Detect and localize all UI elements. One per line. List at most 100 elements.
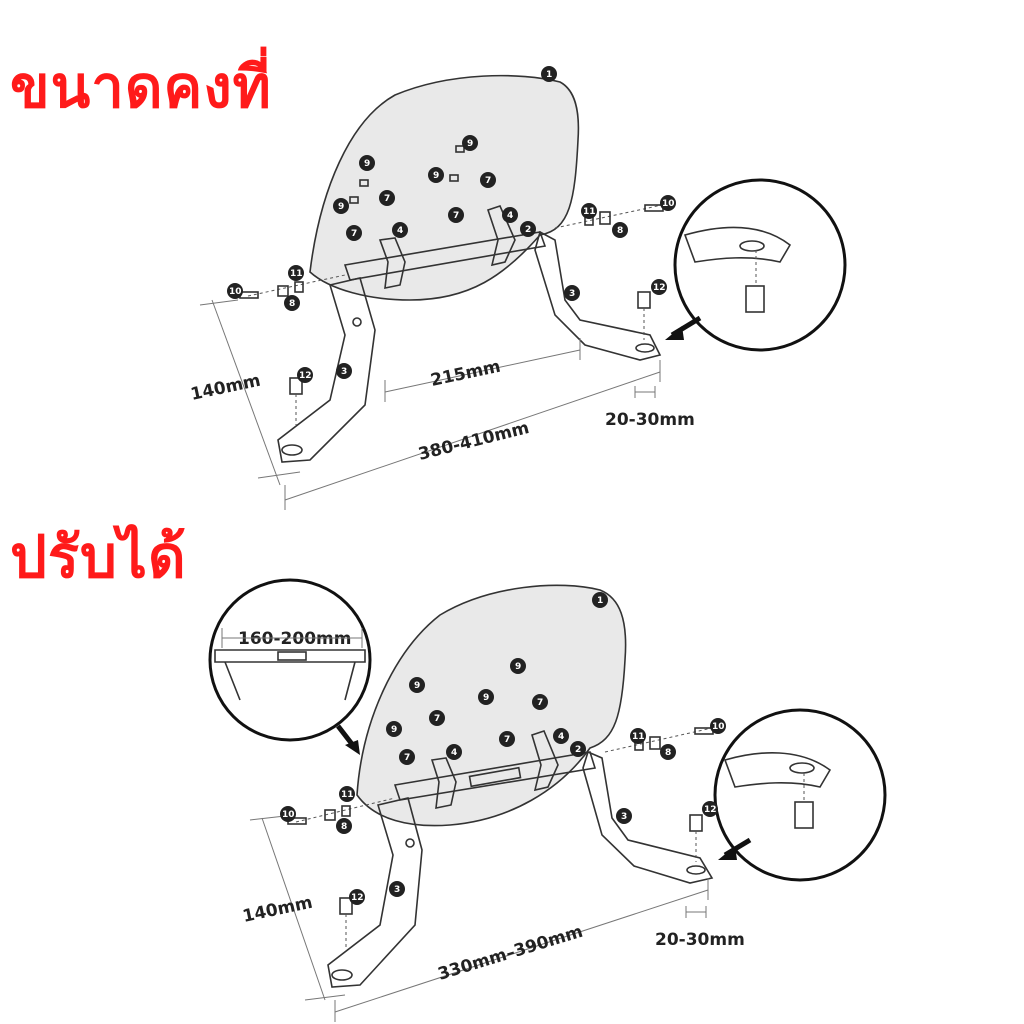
top-badge-9d: 9 <box>428 167 444 183</box>
top-inner-width-label: 215mm <box>429 357 503 391</box>
top-badge-1: 1 <box>541 66 557 82</box>
svg-text:3: 3 <box>394 885 400 895</box>
bottom-badge-11b: 11 <box>630 728 646 744</box>
top-badge-10a: 10 <box>227 283 243 299</box>
top-badge-9c: 9 <box>462 135 478 151</box>
bottom-height-label: 140mm <box>241 893 315 927</box>
bottom-badge-7b: 7 <box>399 749 415 765</box>
top-badge-8a: 8 <box>284 295 300 311</box>
top-badge-7d: 7 <box>448 207 464 223</box>
bottom-badge-7c: 7 <box>532 694 548 710</box>
bottom-badge-4a: 4 <box>446 744 462 760</box>
svg-text:12: 12 <box>299 371 312 381</box>
top-diagram: 140mm 215mm 380-410mm 20-30mm 1 2 3 3 4 … <box>189 66 847 510</box>
bottom-badge-3b: 3 <box>389 881 405 897</box>
top-badge-10b: 10 <box>660 195 676 211</box>
svg-text:9: 9 <box>338 202 344 212</box>
bottom-badge-8a: 8 <box>336 818 352 834</box>
top-badge-7b: 7 <box>346 225 362 241</box>
bottom-zoom-width-label: 160-200mm <box>238 629 351 649</box>
svg-text:9: 9 <box>483 693 489 703</box>
bottom-crossbar <box>393 751 597 801</box>
svg-text:10: 10 <box>662 199 675 209</box>
bottom-outer-width-label: 330mm–390mm <box>436 922 586 985</box>
svg-text:7: 7 <box>434 714 440 724</box>
top-outer-width-label: 380-410mm <box>416 418 531 465</box>
svg-text:4: 4 <box>397 226 403 236</box>
top-badge-4a: 4 <box>392 222 408 238</box>
svg-text:10: 10 <box>712 722 725 732</box>
bottom-badge-10a: 10 <box>280 806 296 822</box>
bottom-slot-label: 20-30mm <box>655 930 745 950</box>
svg-text:11: 11 <box>341 790 354 800</box>
svg-text:7: 7 <box>384 194 390 204</box>
svg-text:8: 8 <box>617 226 623 236</box>
bottom-badge-7d: 7 <box>499 731 515 747</box>
bottom-badge-9b: 9 <box>386 721 402 737</box>
top-badge-7a: 7 <box>379 190 395 206</box>
svg-text:7: 7 <box>453 211 459 221</box>
bottom-left-bracket <box>327 797 423 988</box>
top-height-label: 140mm <box>189 371 263 405</box>
bottom-badge-12a: 12 <box>349 889 365 905</box>
bottom-badge-4b: 4 <box>553 728 569 744</box>
svg-text:7: 7 <box>537 698 543 708</box>
svg-text:8: 8 <box>341 822 347 832</box>
svg-text:7: 7 <box>504 735 510 745</box>
svg-text:10: 10 <box>229 287 242 297</box>
top-badge-11a: 11 <box>288 265 304 281</box>
svg-text:12: 12 <box>704 805 717 815</box>
svg-text:11: 11 <box>583 207 596 217</box>
bottom-badge-7a: 7 <box>429 710 445 726</box>
top-badge-7c: 7 <box>480 172 496 188</box>
bottom-badge-9c: 9 <box>510 658 526 674</box>
bottom-right-bracket <box>582 750 714 884</box>
svg-text:9: 9 <box>364 159 370 169</box>
svg-text:9: 9 <box>391 725 397 735</box>
svg-text:12: 12 <box>351 893 364 903</box>
svg-text:10: 10 <box>282 810 295 820</box>
svg-text:8: 8 <box>665 748 671 758</box>
svg-text:3: 3 <box>621 812 627 822</box>
top-slot-label: 20-30mm <box>605 410 695 430</box>
svg-text:7: 7 <box>351 229 357 239</box>
svg-text:2: 2 <box>575 745 581 755</box>
top-crossbar <box>343 231 547 281</box>
bottom-badge-9a: 9 <box>409 677 425 693</box>
top-badge-8b: 8 <box>612 222 628 238</box>
svg-text:1: 1 <box>546 70 552 80</box>
top-badge-12b: 12 <box>651 279 667 295</box>
svg-text:1: 1 <box>597 596 603 606</box>
svg-text:9: 9 <box>467 139 473 149</box>
bottom-badge-8b: 8 <box>660 744 676 760</box>
bottom-badge-1: 1 <box>592 592 608 608</box>
svg-text:11: 11 <box>632 732 645 742</box>
svg-text:9: 9 <box>414 681 420 691</box>
bottom-badge-10b: 10 <box>710 718 726 734</box>
top-badge-3b: 3 <box>336 363 352 379</box>
svg-text:11: 11 <box>290 269 303 279</box>
bottom-badge-2: 2 <box>570 741 586 757</box>
top-windshield <box>309 74 580 301</box>
svg-text:4: 4 <box>558 732 564 742</box>
svg-text:7: 7 <box>485 176 491 186</box>
svg-text:4: 4 <box>507 211 513 221</box>
bottom-diagram: 140mm 330mm–390mm 20-30mm 160-200mm 1 2 … <box>208 578 887 1022</box>
top-badge-12a: 12 <box>297 367 313 383</box>
top-badge-2: 2 <box>520 221 536 237</box>
bottom-right-zoom-circle <box>713 708 887 882</box>
svg-text:12: 12 <box>653 283 666 293</box>
bottom-badge-9d: 9 <box>478 689 494 705</box>
bottom-badge-11a: 11 <box>339 786 355 802</box>
top-badge-9b: 9 <box>333 198 349 214</box>
top-badge-4b: 4 <box>502 207 518 223</box>
svg-text:9: 9 <box>515 662 521 672</box>
title-adjustable: ปรับได้ <box>10 523 187 591</box>
top-right-bracket <box>534 230 662 361</box>
svg-text:2: 2 <box>525 225 531 235</box>
top-zoom-circle <box>673 178 847 352</box>
title-fixed-size: ขนาดคงที่ <box>10 53 272 121</box>
top-badge-9a: 9 <box>359 155 375 171</box>
svg-text:3: 3 <box>569 289 575 299</box>
